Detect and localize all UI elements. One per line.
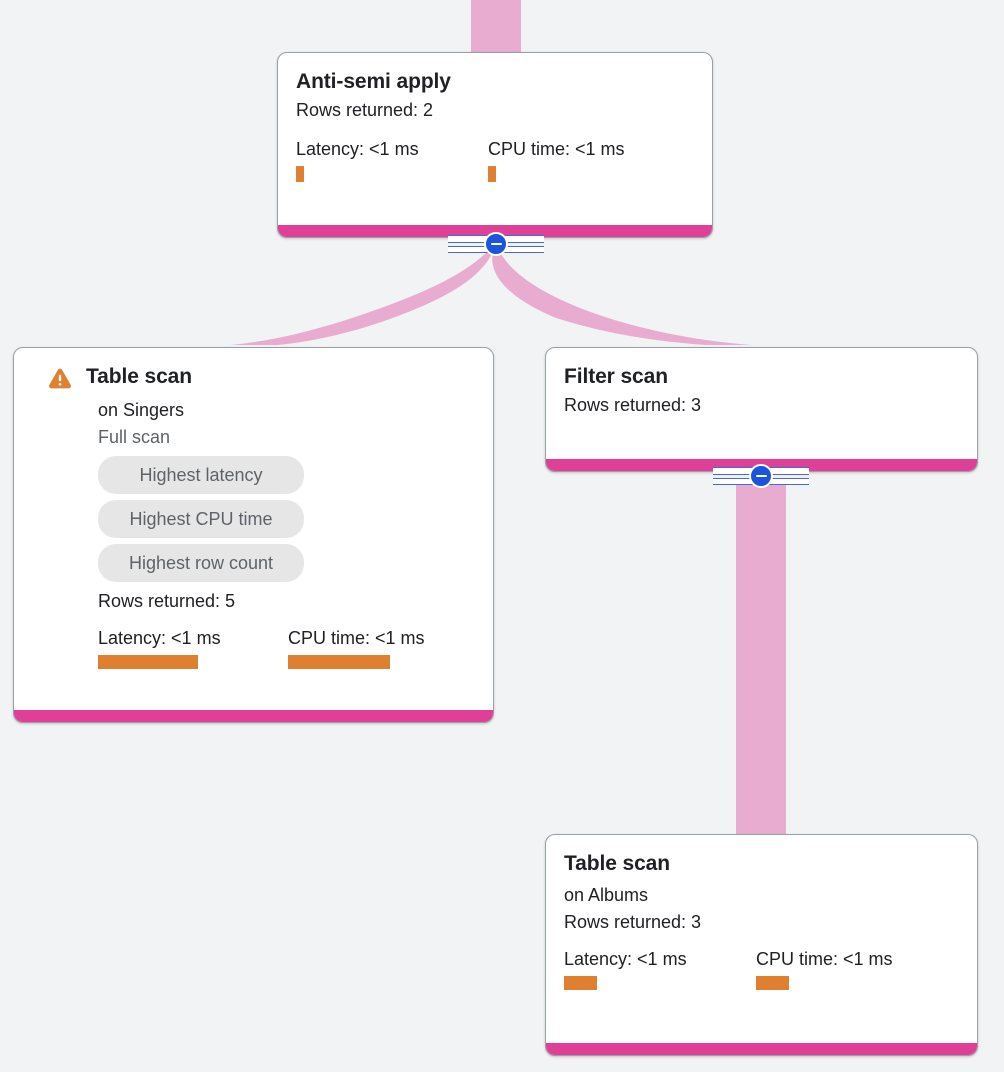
cpu-time-label: CPU time: <1 ms bbox=[288, 628, 425, 648]
latency-label: Latency: <1 ms bbox=[98, 628, 221, 648]
chip-highest-latency[interactable]: Highest latency bbox=[98, 456, 304, 494]
node-anti-semi-apply-header: Anti-semi apply bbox=[296, 69, 694, 95]
node-anti-semi-apply[interactable]: Anti-semi apply Rows returned: 2 Latency… bbox=[277, 52, 713, 238]
warning-triangle-icon bbox=[49, 368, 71, 389]
latency-metric: Latency: <1 ms bbox=[564, 948, 756, 990]
latency-bar bbox=[296, 166, 304, 182]
cpu-time-bar bbox=[488, 166, 496, 182]
latency-label: Latency: <1 ms bbox=[296, 139, 419, 159]
cpu-metric: CPU time: <1 ms bbox=[288, 627, 425, 669]
cpu-time-label: CPU time: <1 ms bbox=[756, 949, 893, 969]
latency-label: Latency: <1 ms bbox=[564, 949, 687, 969]
latency-bar bbox=[98, 655, 198, 669]
node-header: Table scan bbox=[564, 851, 959, 877]
toggle-filter-scan[interactable] bbox=[709, 463, 813, 489]
scan-type-label: Full scan bbox=[98, 427, 171, 447]
node-subtitle: on Albums bbox=[564, 885, 649, 905]
latency-bar bbox=[564, 976, 597, 990]
node-anti-semi-apply-body: Anti-semi apply Rows returned: 2 Latency… bbox=[278, 53, 712, 200]
node-header: Filter scan bbox=[564, 364, 959, 390]
node-filter-scan[interactable]: Filter scan Rows returned: 3 bbox=[545, 347, 978, 472]
node-title: Filter scan bbox=[564, 365, 668, 388]
collapse-minus-icon[interactable] bbox=[749, 464, 773, 488]
node-footer-bar bbox=[278, 225, 712, 237]
cpu-metric: CPU time: <1 ms bbox=[488, 138, 625, 182]
node-title: Table scan bbox=[86, 365, 192, 388]
latency-metric: Latency: <1 ms bbox=[296, 138, 488, 182]
edge-anti-to-singers bbox=[230, 243, 496, 345]
cpu-metric: CPU time: <1 ms bbox=[756, 948, 893, 990]
node-filter-scan-body: Filter scan Rows returned: 3 bbox=[546, 348, 977, 437]
node-title: Anti-semi apply bbox=[296, 70, 451, 93]
chip-highest-cpu-time[interactable]: Highest CPU time bbox=[98, 500, 304, 538]
rows-returned-label: Rows returned: 3 bbox=[564, 395, 702, 415]
node-title: Table scan bbox=[564, 852, 670, 875]
cpu-time-label: CPU time: <1 ms bbox=[488, 139, 625, 159]
rows-returned-label: Rows returned: 3 bbox=[564, 912, 702, 932]
node-subtitle: on Singers bbox=[98, 400, 185, 420]
node-footer-bar bbox=[14, 710, 493, 722]
latency-metric: Latency: <1 ms bbox=[98, 627, 288, 669]
rows-returned-label: Rows returned: 5 bbox=[98, 591, 236, 611]
chip-group: Highest latency Highest CPU time Highest… bbox=[32, 456, 475, 582]
chip-highest-row-count[interactable]: Highest row count bbox=[98, 544, 304, 582]
edge-anti-to-filter bbox=[492, 243, 752, 345]
node-table-scan-singers[interactable]: Table scan on Singers Full scan Highest … bbox=[13, 347, 494, 723]
node-table-scan-albums[interactable]: Table scan on Albums Rows returned: 3 La… bbox=[545, 834, 978, 1056]
node-table-scan-singers-body: Table scan on Singers Full scan Highest … bbox=[14, 348, 493, 687]
toggle-anti-semi-apply[interactable] bbox=[444, 231, 548, 257]
rows-returned-label: Rows returned: 2 bbox=[296, 100, 434, 120]
metrics-row: Latency: <1 ms CPU time: <1 ms bbox=[32, 627, 475, 669]
edge-filter-to-albums bbox=[736, 472, 786, 836]
metrics-row: Latency: <1 ms CPU time: <1 ms bbox=[564, 948, 959, 990]
cpu-time-bar bbox=[288, 655, 390, 669]
metrics-row: Latency: <1 ms CPU time: <1 ms bbox=[296, 138, 694, 182]
cpu-time-bar bbox=[756, 976, 789, 990]
node-header: Table scan bbox=[32, 364, 475, 390]
collapse-minus-icon[interactable] bbox=[484, 232, 508, 256]
node-footer-bar bbox=[546, 1043, 977, 1055]
edge-root-in bbox=[471, 0, 521, 52]
node-table-scan-albums-body: Table scan on Albums Rows returned: 3 La… bbox=[546, 835, 977, 1008]
